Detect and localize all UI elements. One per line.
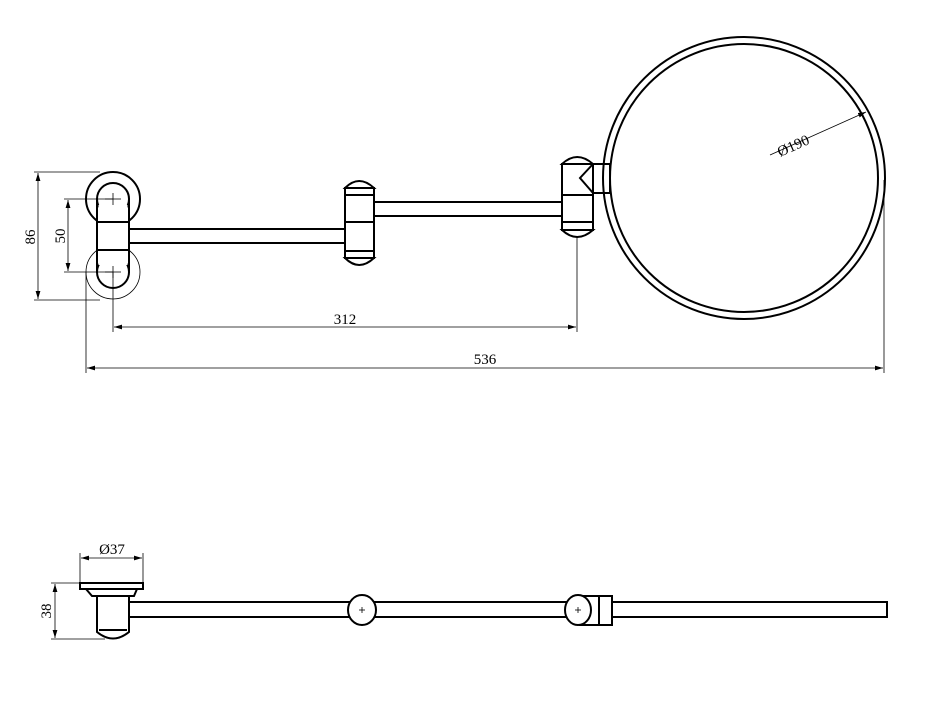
dim-label-312: 312 — [334, 312, 357, 328]
dimension-50: 50 — [53, 198, 113, 273]
dim-label-86: 86 — [23, 229, 39, 245]
mirror — [602, 36, 886, 320]
side-joint-1 — [347, 594, 377, 626]
side-view — [79, 582, 888, 640]
dim-label-536: 536 — [474, 352, 497, 368]
side-joint-2 — [564, 594, 613, 626]
dim-label-38: 38 — [39, 604, 55, 619]
arm-2 — [373, 201, 563, 217]
joint-1 — [342, 180, 377, 266]
dimension-37: Ø37 — [79, 542, 144, 583]
base-flange — [79, 582, 144, 590]
dimension-86: 86 — [23, 171, 100, 301]
dim-label-50: 50 — [53, 229, 69, 244]
side-arm — [128, 601, 888, 618]
dimension-312: 312 — [112, 236, 578, 332]
dim-label-37: Ø37 — [99, 542, 125, 558]
arm-1 — [128, 228, 346, 244]
joint-2 — [559, 156, 611, 238]
dimension-38: 38 — [39, 582, 105, 640]
dimension-mirror-diameter: Ø190 — [769, 111, 867, 161]
dim-label-190: Ø190 — [775, 132, 812, 160]
top-view — [85, 36, 886, 320]
dimension-536: 536 — [85, 180, 885, 373]
